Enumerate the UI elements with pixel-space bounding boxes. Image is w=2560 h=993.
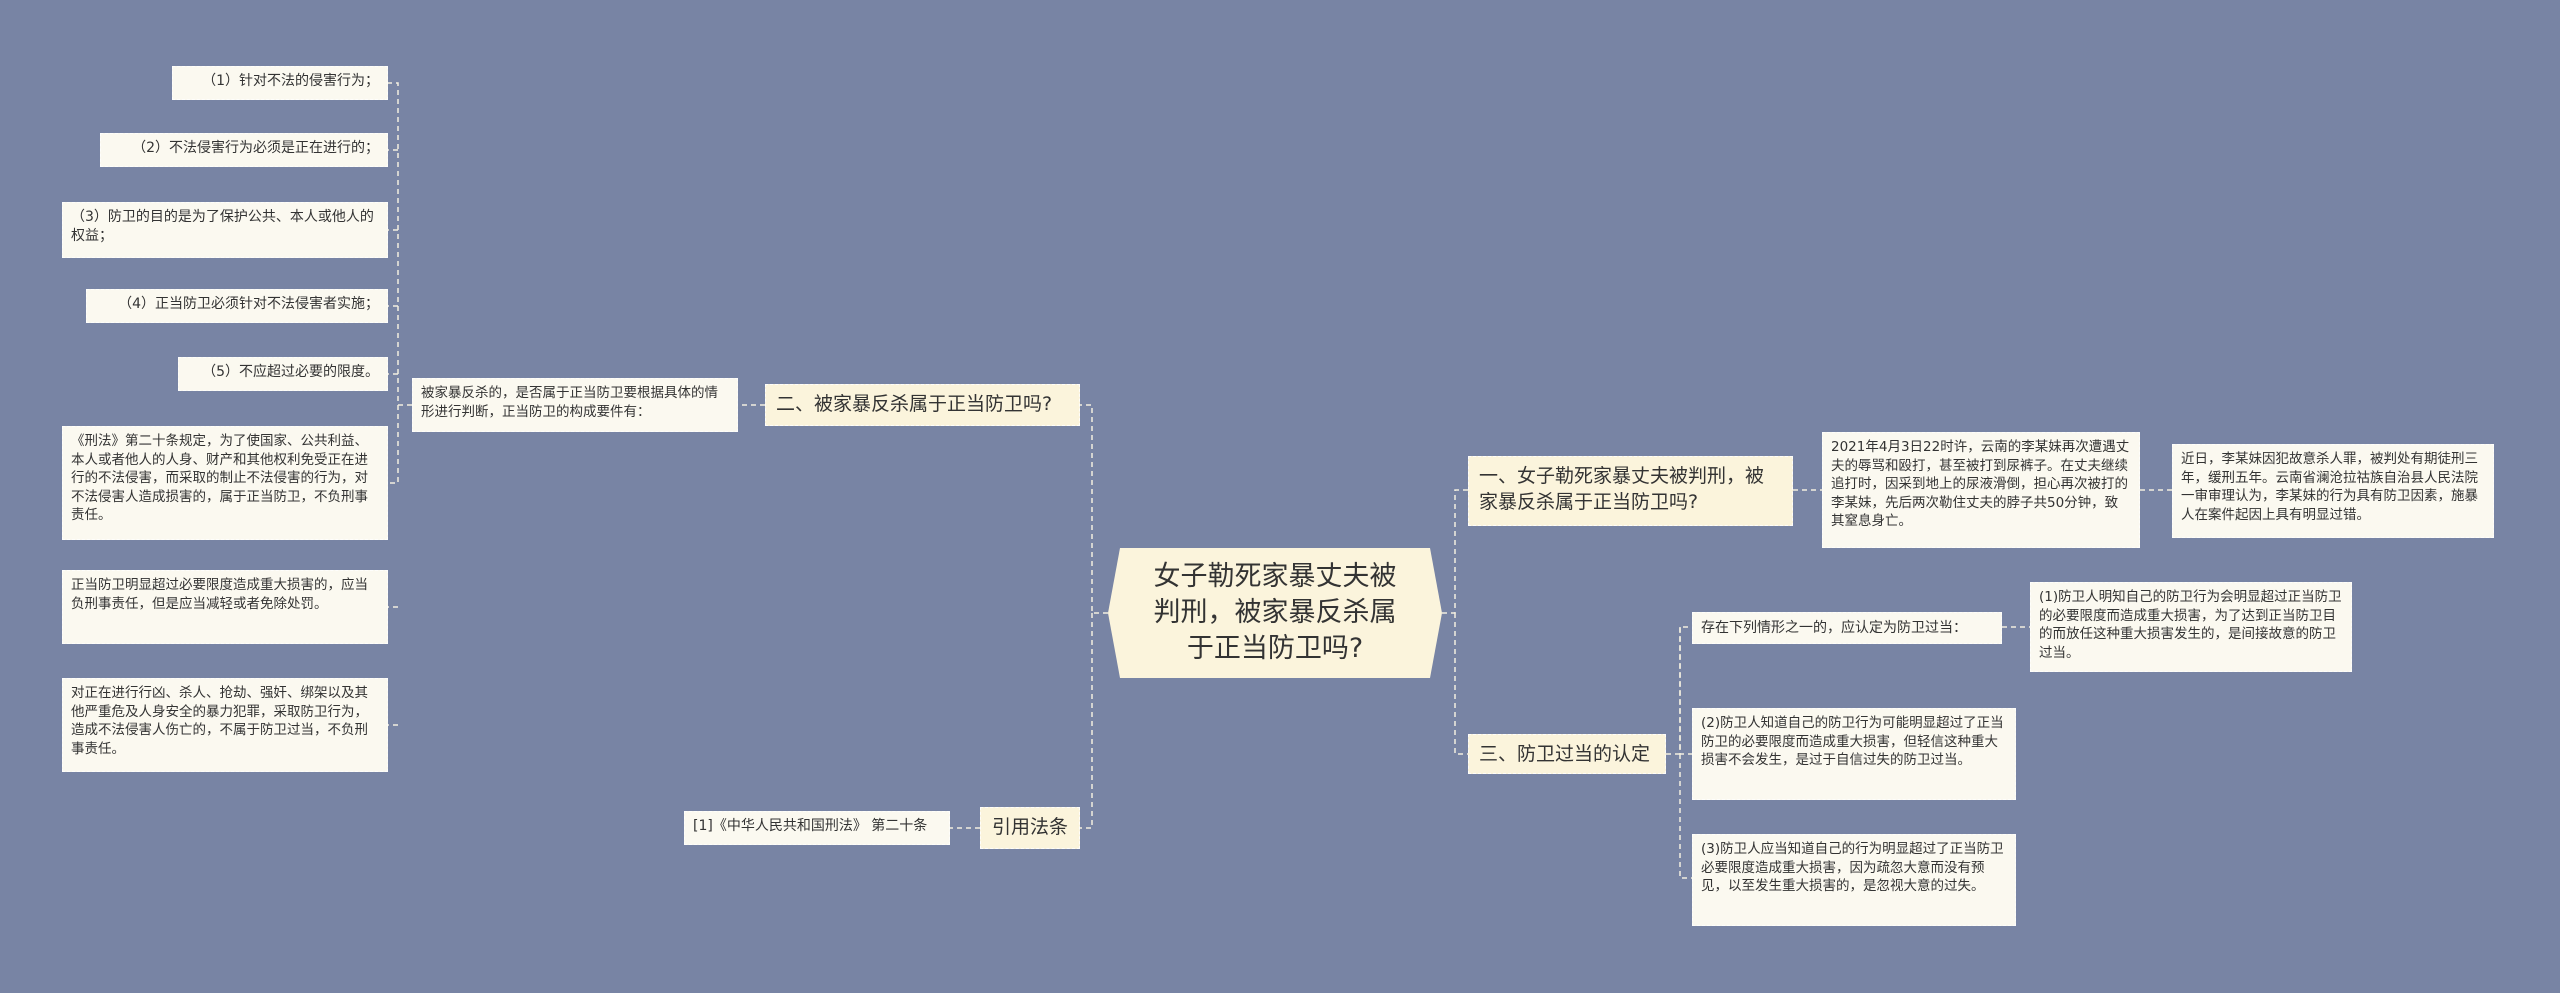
b2-condition-1[interactable]: （1）针对不法的侵害行为；: [172, 66, 388, 100]
branch-2-label: 二、被家暴反杀属于正当防卫吗?: [776, 393, 1053, 415]
branch-4-label: 引用法条: [991, 816, 1068, 838]
b1-result-label: 近日，李某妹因犯故意杀人罪，被判处有期徒刑三年，缓刑五年。云南省澜沧拉祜族自治县…: [2181, 451, 2478, 523]
b2-excess-text-label: 正当防卫明显超过必要限度造成重大损害的，应当负刑事责任，但是应当减轻或者免除处罚…: [71, 577, 368, 612]
branch-3-label: 三、防卫过当的认定: [1479, 743, 1651, 765]
b3-item-1[interactable]: (1)防卫人明知自己的防卫行为会明显超过正当防卫的必要限度而造成重大损害，为了达…: [2030, 582, 2352, 672]
root-title: 女子勒死家暴丈夫被判刑，被家暴反杀属于正当防卫吗?: [1153, 561, 1397, 664]
b2-intro-label: 被家暴反杀的，是否属于正当防卫要根据具体的情形进行判断，正当防卫的构成要件有：: [421, 385, 718, 420]
b2-special-text[interactable]: 对正在进行行凶、杀人、抢劫、强奸、绑架以及其他严重危及人身安全的暴力犯罪，采取防…: [62, 678, 388, 772]
branch-1-label: 一、女子勒死家暴丈夫被判刑，被家暴反杀属于正当防卫吗?: [1479, 465, 1765, 513]
b2-special-text-label: 对正在进行行凶、杀人、抢劫、强奸、绑架以及其他严重危及人身安全的暴力犯罪，采取防…: [71, 685, 368, 757]
b2-condition-4-label: （4）正当防卫必须针对不法侵害者实施；: [118, 296, 379, 312]
branch-2[interactable]: 二、被家暴反杀属于正当防卫吗?: [765, 384, 1080, 426]
b4-citation-label: [1]《中华人民共和国刑法》 第二十条: [693, 818, 928, 834]
b2-excess-text[interactable]: 正当防卫明显超过必要限度造成重大损害的，应当负刑事责任，但是应当减轻或者免除处罚…: [62, 570, 388, 644]
b2-law-text[interactable]: 《刑法》第二十条规定，为了使国家、公共利益、本人或者他人的人身、财产和其他权利免…: [62, 426, 388, 540]
root-topic[interactable]: 女子勒死家暴丈夫被判刑，被家暴反杀属于正当防卫吗?: [1108, 548, 1442, 678]
b2-condition-5[interactable]: （5）不应超过必要的限度。: [178, 357, 388, 391]
b2-condition-1-label: （1）针对不法的侵害行为；: [202, 73, 379, 89]
b3-intro-label: 存在下列情形之一的，应认定为防卫过当：: [1701, 620, 1967, 636]
b3-item-2[interactable]: (2)防卫人知道自己的防卫行为可能明显超过了正当防卫的必要限度而造成重大损害，但…: [1692, 708, 2016, 800]
branch-1[interactable]: 一、女子勒死家暴丈夫被判刑，被家暴反杀属于正当防卫吗?: [1468, 456, 1793, 526]
branch-3[interactable]: 三、防卫过当的认定: [1468, 734, 1666, 774]
b3-item-1-label: (1)防卫人明知自己的防卫行为会明显超过正当防卫的必要限度而造成重大损害，为了达…: [2039, 589, 2342, 661]
b2-condition-3[interactable]: （3）防卫的目的是为了保护公共、本人或他人的权益；: [62, 202, 388, 258]
b4-citation[interactable]: [1]《中华人民共和国刑法》 第二十条: [684, 811, 950, 845]
b1-case-label: 2021年4月3日22时许，云南的李某妹再次遭遇丈夫的辱骂和殴打，甚至被打到尿裤…: [1831, 439, 2130, 529]
b2-intro[interactable]: 被家暴反杀的，是否属于正当防卫要根据具体的情形进行判断，正当防卫的构成要件有：: [412, 378, 738, 432]
b2-condition-3-label: （3）防卫的目的是为了保护公共、本人或他人的权益；: [71, 209, 374, 244]
b3-item-2-label: (2)防卫人知道自己的防卫行为可能明显超过了正当防卫的必要限度而造成重大损害，但…: [1701, 715, 2004, 768]
b1-result-text[interactable]: 近日，李某妹因犯故意杀人罪，被判处有期徒刑三年，缓刑五年。云南省澜沧拉祜族自治县…: [2172, 444, 2494, 538]
b2-law-text-label: 《刑法》第二十条规定，为了使国家、公共利益、本人或者他人的人身、财产和其他权利免…: [71, 433, 368, 523]
b2-condition-2-label: （2）不法侵害行为必须是正在进行的；: [132, 140, 379, 156]
b3-item-3[interactable]: (3)防卫人应当知道自己的行为明显超过了正当防卫必要限度造成重大损害，因为疏忽大…: [1692, 834, 2016, 926]
b2-condition-5-label: （5）不应超过必要的限度。: [202, 364, 379, 380]
b3-item-3-label: (3)防卫人应当知道自己的行为明显超过了正当防卫必要限度造成重大损害，因为疏忽大…: [1701, 841, 2004, 894]
b1-case-text[interactable]: 2021年4月3日22时许，云南的李某妹再次遭遇丈夫的辱骂和殴打，甚至被打到尿裤…: [1822, 432, 2140, 548]
b2-condition-4[interactable]: （4）正当防卫必须针对不法侵害者实施；: [86, 289, 388, 323]
b2-condition-2[interactable]: （2）不法侵害行为必须是正在进行的；: [100, 133, 388, 167]
b3-intro[interactable]: 存在下列情形之一的，应认定为防卫过当：: [1692, 612, 2002, 644]
branch-4[interactable]: 引用法条: [980, 807, 1080, 849]
